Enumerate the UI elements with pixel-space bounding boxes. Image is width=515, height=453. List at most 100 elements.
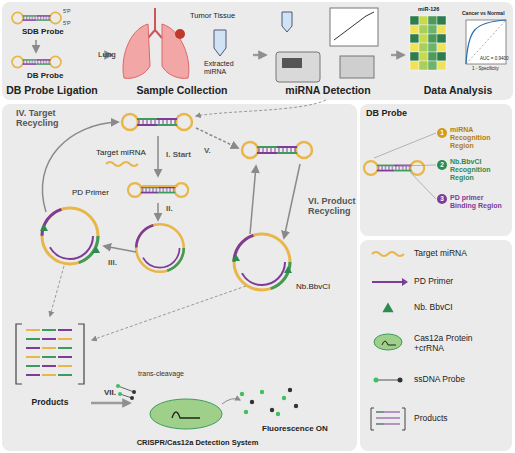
- illustration-part: [122, 114, 192, 130]
- illustration-part: [437, 16, 446, 25]
- region-label: miRNA Recognition Region: [450, 126, 508, 150]
- step-label: III.: [108, 258, 117, 267]
- legend-item: Cas12a Protein +crRNA: [414, 334, 476, 354]
- legend-text: PD Primer: [414, 277, 453, 287]
- illustration-part: [419, 52, 428, 61]
- illustration-part: [276, 52, 320, 82]
- figure-label: PD Primer: [72, 188, 109, 197]
- products-bracket: [16, 324, 84, 384]
- illustration-part: [35, 40, 37, 52]
- illustration-part: [157, 203, 159, 220]
- illustration-part: [58, 374, 72, 376]
- region-label: PD primer Binding Region: [450, 194, 508, 210]
- illustration-part: [374, 378, 379, 383]
- illustration-part: [42, 338, 56, 340]
- illustration-part: [92, 286, 246, 340]
- illustration-part: [196, 128, 238, 148]
- illustration-part: [78, 324, 84, 384]
- detection-system: CRISPR/Cas12a Detection System: [130, 388, 265, 450]
- legend-text: Nb. BbvCI: [414, 303, 453, 313]
- illustration-part: [26, 356, 40, 358]
- flow-arrow: [91, 402, 129, 404]
- illustration-part: [42, 208, 98, 264]
- step-label: VI. Product Recycling: [308, 196, 356, 217]
- legend-text: ssDNA Probe: [414, 375, 465, 385]
- illustration-part: [250, 400, 254, 404]
- illustration-part: [374, 133, 436, 199]
- illustration-part: [382, 302, 393, 312]
- illustration-part: [148, 8, 162, 38]
- illustration-part: [282, 58, 302, 68]
- node-text: Sample Collection: [136, 84, 227, 96]
- illustration-part: [260, 390, 264, 394]
- illustration-part: [376, 412, 384, 424]
- callout-number: 1: [437, 128, 447, 138]
- illustration-part: [288, 388, 292, 392]
- illustration-part: [410, 25, 419, 34]
- illustration-part: [42, 347, 56, 349]
- illustration-part: [214, 30, 226, 56]
- figure-label: SDB Probe: [22, 27, 64, 36]
- figure-label: Target miRNA: [96, 148, 146, 157]
- node-text: Products: [32, 398, 69, 408]
- figure-label: Lung: [98, 50, 116, 59]
- stage-panel: DB Probe Ligation: [2, 4, 102, 98]
- illustration-part: [428, 34, 437, 43]
- node-text: Data Analysis: [424, 84, 492, 96]
- illustration-part: [196, 100, 326, 116]
- illustration-part: [130, 396, 134, 400]
- illustration-part: [157, 136, 159, 176]
- illustration-part: [172, 412, 200, 418]
- illustration-part: [26, 329, 40, 331]
- illustration-part: [402, 278, 408, 286]
- illustration-part: [142, 185, 178, 187]
- step-label: II.: [166, 204, 173, 213]
- illustration-part: [282, 396, 286, 400]
- illustration-part: [410, 61, 419, 70]
- illustration-part: [58, 365, 72, 367]
- illustration-part: [419, 16, 428, 25]
- illustration-part: [276, 412, 280, 416]
- figure-label: Nb.BbvCI: [296, 282, 330, 291]
- illustration-part: [437, 43, 446, 52]
- illustration-part: [294, 404, 298, 408]
- illustration-part: [132, 390, 136, 394]
- figure-label: Fluorescence ON: [262, 424, 328, 433]
- illustration-part: [42, 365, 56, 367]
- legend-item: Nb. BbvCI: [414, 303, 453, 313]
- illustration-part: [162, 24, 189, 78]
- legend-item: Target miRNA: [414, 249, 467, 259]
- region-label: Nb.BbvCI Recognition Region: [450, 158, 508, 182]
- illustration-part: [244, 410, 248, 414]
- illustration-part: [284, 266, 292, 273]
- illustration-part: [428, 25, 437, 34]
- figure-label: Extracted miRNA: [204, 60, 248, 76]
- figure-label: Tumor Tissue: [190, 12, 235, 21]
- illustration-part: [360, 240, 512, 451]
- illustration-part: [128, 183, 188, 197]
- illustration-part: [410, 34, 419, 43]
- fluorescent-fragments: [240, 388, 298, 416]
- callout-number: 3: [437, 194, 447, 204]
- illustration-part: [58, 329, 72, 331]
- illustration-part: [282, 12, 292, 32]
- illustration-part: [372, 281, 402, 283]
- illustration-part: [58, 356, 72, 358]
- step-label: V.: [204, 146, 211, 155]
- legend-text: Cas12a Protein +crRNA: [414, 334, 476, 354]
- illustration-part: [437, 52, 446, 61]
- chart-value: AUC = 0.9400: [480, 56, 508, 61]
- node-text: DB Probe: [366, 108, 407, 118]
- illustration-part: [42, 122, 118, 212]
- illustration-part: [376, 412, 400, 424]
- illustration-part: [58, 338, 72, 340]
- illustration-part: [232, 254, 240, 261]
- illustration-part: [428, 16, 437, 25]
- figure-label: trans-cleavage: [138, 370, 184, 378]
- illustration-part: [376, 380, 400, 381]
- illustration-part: [340, 56, 374, 78]
- step-label: IV. Target Recycling: [16, 108, 74, 129]
